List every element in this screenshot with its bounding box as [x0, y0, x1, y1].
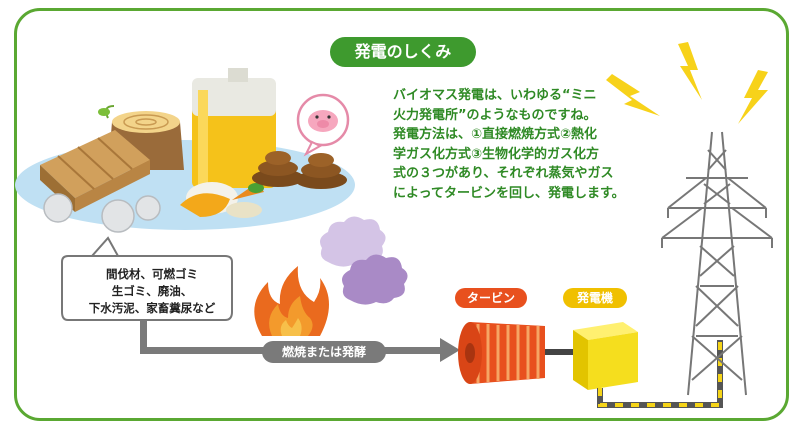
- description-line: バイオマス発電は、いわゆる“ミニ: [393, 88, 597, 103]
- description-text: バイオマス発電は、いわゆる“ミニ 火力発電所”のようなものですね。 発電方法は、…: [393, 86, 655, 203]
- power-tower-icon: [661, 131, 773, 396]
- food-waste-icon: [180, 182, 264, 218]
- oil-tank-icon: [192, 68, 276, 188]
- materials-line: 間伐材、可燃ゴミ: [106, 267, 198, 281]
- materials-text: 間伐材、可燃ゴミ 生ゴミ、廃油、 下水汚泥、家畜糞尿など: [62, 266, 242, 317]
- materials-bubble: [61, 236, 233, 321]
- turbine-label: タービン: [455, 288, 527, 308]
- lightning-icon: [606, 42, 768, 124]
- power-cable: [597, 340, 723, 408]
- description-line: 式の３つがあり、それぞれ蒸気やガス: [393, 166, 614, 181]
- materials-line: 下水汚泥、家畜糞尿など: [88, 301, 216, 315]
- generator-icon: [573, 322, 638, 390]
- smoke-icon: [320, 216, 408, 305]
- description-line: 発電方法は、①直接燃焼方式②熱化: [393, 127, 598, 142]
- process-label: 燃焼または発酵: [262, 341, 386, 363]
- manure-icon: [252, 151, 347, 189]
- paper-trash-icon: [43, 193, 161, 233]
- diagram-title: 発電のしくみ: [330, 37, 476, 67]
- materials-line: 生ゴミ、廃油、: [111, 284, 193, 298]
- description-line: 火力発電所”のようなものですね。: [393, 107, 597, 123]
- description-line: によってタービンを回し、発電します。: [393, 185, 625, 201]
- pig-icon: [296, 93, 350, 157]
- generator-label: 発電機: [563, 288, 627, 308]
- description-line: 学ガス化方式③生物化学的ガス化方: [393, 146, 600, 162]
- turbine-icon: [458, 322, 573, 384]
- flame-icon: [254, 266, 329, 336]
